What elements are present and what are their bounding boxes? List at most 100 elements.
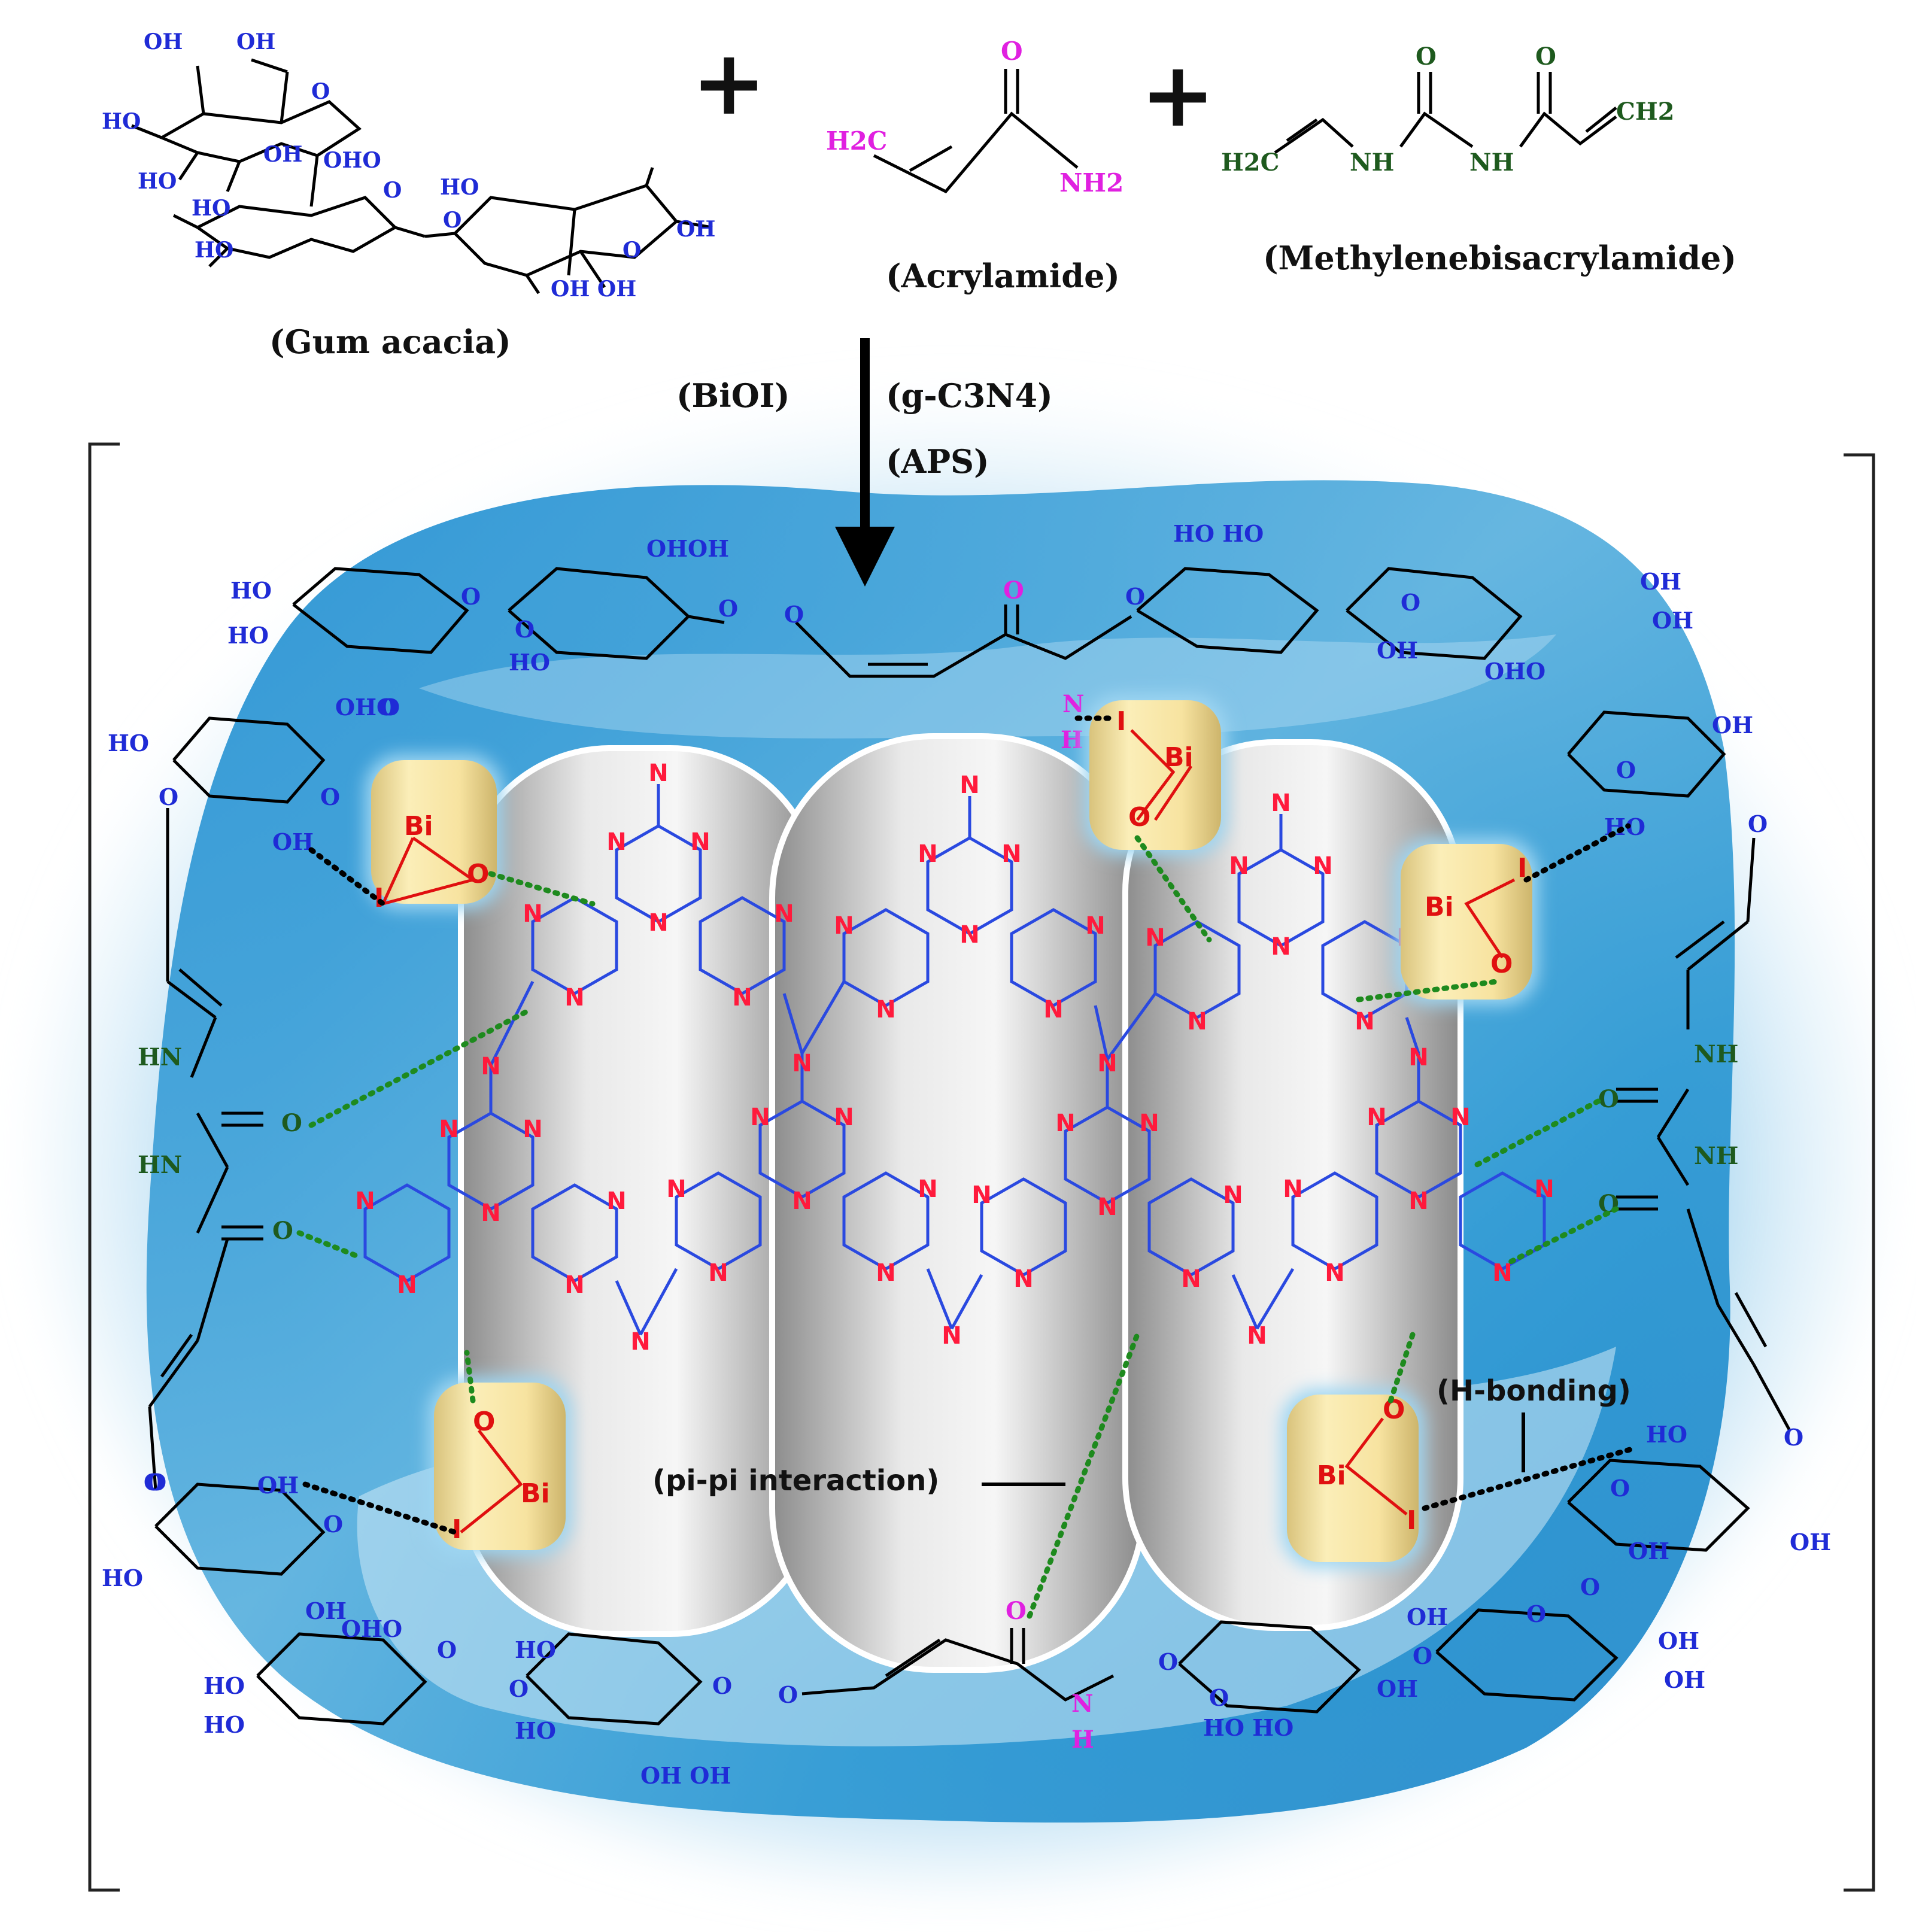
atom-label: N [1071, 1690, 1094, 1718]
polymer-labels-magenta: O N H O N H [1003, 576, 1094, 1754]
n-atom: N [750, 1104, 770, 1131]
n-atom: N [918, 1175, 937, 1203]
bioi-particle-lower-right [1281, 1389, 1425, 1568]
atom-label: NH [1694, 1142, 1738, 1170]
atom-label: O [712, 1672, 732, 1699]
n-atom: N [606, 1187, 626, 1215]
n-atom: N [1181, 1265, 1201, 1293]
atom-label: O [1598, 1085, 1619, 1113]
atom-label: O [718, 595, 738, 622]
hbond-green-lines [296, 835, 1619, 1619]
atom-label: H2C [1221, 148, 1279, 177]
atom-label: HN [138, 1043, 182, 1071]
atom-label: O [323, 1511, 343, 1538]
atom-label: OH [1407, 1603, 1448, 1630]
atom-label: HO [509, 649, 550, 676]
atom-label: OH [1640, 568, 1681, 595]
atom-label: OHO [1484, 658, 1545, 685]
n-atom: N [1097, 1050, 1117, 1077]
mba-labels: O O H2C NH NH CH2 [1221, 42, 1674, 177]
atom-label: O [515, 616, 535, 643]
atom-label: O [1580, 1573, 1600, 1600]
atom-label: HO [138, 169, 177, 194]
n-atom: N [481, 1053, 500, 1080]
n-atom: N [564, 984, 584, 1011]
triazine-bonds [363, 784, 1546, 1336]
atom-label: O [1006, 1597, 1027, 1625]
atom-label: O [509, 1675, 529, 1702]
n-atom: N [439, 1116, 458, 1143]
n-atom: N [1085, 912, 1105, 940]
i-atom: I [374, 883, 384, 913]
n-atom: N [1043, 996, 1063, 1023]
atom-label: O [461, 583, 481, 610]
atom-label: OH OH [640, 1762, 731, 1789]
atom-label: HO [515, 1636, 556, 1663]
n-atom: N [774, 900, 794, 928]
n-atom: N [523, 900, 542, 928]
n-atom: N [1187, 1008, 1207, 1035]
atom-label: OH [1652, 607, 1693, 634]
n-atom: N [1013, 1265, 1033, 1293]
n-atom: N [942, 1322, 961, 1350]
atom-label: O [1535, 42, 1556, 71]
n-atom: N [1229, 852, 1249, 880]
atom-label: O [144, 1469, 163, 1496]
atom-label: HO [195, 238, 233, 263]
atom-label: O [443, 208, 461, 233]
bioi-particle-upper-left [365, 754, 503, 910]
atom-label: OH [1377, 1675, 1418, 1702]
n-atom: N [834, 912, 854, 940]
atom-label: HO [108, 730, 149, 757]
atom-label: HN [138, 1151, 182, 1179]
atom-label: O [1784, 1424, 1803, 1451]
atom-label: OH [257, 1472, 299, 1499]
o-atom: O [1490, 949, 1513, 979]
atom-label: HO [102, 1565, 143, 1591]
atom-label: NH [1469, 148, 1514, 177]
atom-label: O [1209, 1684, 1229, 1711]
i-atom: I [1116, 706, 1126, 737]
n-atom: N [792, 1187, 812, 1215]
atom-label: O [1413, 1642, 1432, 1669]
atom-label: O [281, 1109, 302, 1137]
n-atom: N [523, 1116, 542, 1143]
n-atom: N [1097, 1193, 1117, 1221]
atom-label: OHO [341, 1615, 402, 1642]
acrylamide-label: (Acrylamide) [886, 257, 1120, 295]
hbond-black-lines [302, 715, 1637, 1535]
atom-label: H [1071, 1726, 1094, 1754]
n-atom: N [690, 828, 710, 856]
n-atom: N [1055, 1110, 1075, 1137]
n-atom: N [1450, 1104, 1470, 1131]
n-atom: N [397, 1271, 417, 1299]
plus-sign-1: + [691, 30, 767, 135]
gum-acacia-label: (Gum acacia) [269, 323, 511, 361]
atom-label: OH [1628, 1538, 1669, 1565]
n-atom: N [1408, 1044, 1428, 1071]
atom-label: O [784, 601, 804, 628]
atom-label: O [1401, 589, 1420, 616]
atom-label: OH [263, 142, 302, 167]
atom-label: OH [272, 828, 314, 855]
gel-highlight-top [419, 634, 1556, 739]
atom-label: O [1748, 810, 1768, 837]
n-atom: N [1408, 1187, 1428, 1215]
bioi-particle-upper-middle [1083, 694, 1227, 856]
i-atom: I [1407, 1505, 1416, 1536]
bioi-particle-lower-left [428, 1377, 572, 1556]
n-atom: N [1367, 1104, 1386, 1131]
atom-label: OH [1658, 1627, 1699, 1654]
n-atom: N [481, 1199, 500, 1227]
n-atom: N [1139, 1110, 1159, 1137]
atom-label: HO [204, 1711, 245, 1738]
polymer-labels-blue: HO HO O O HO OHOH O O O HO HO OH O OH OH… [102, 520, 1831, 1789]
atom-label: OH [257, 1472, 299, 1499]
gum-acacia-labels: OH OH O HO HO OH OHO O HO HO O HO OH O O… [102, 29, 715, 302]
atom-label: HO [204, 1672, 245, 1699]
o-atom: O [467, 859, 489, 889]
bioi-labels: Bi O I I Bi O I Bi O O Bi I O Bi I [374, 706, 1527, 1545]
acrylamide-structure [873, 69, 1079, 194]
atom-label: CH2 [1616, 98, 1674, 126]
